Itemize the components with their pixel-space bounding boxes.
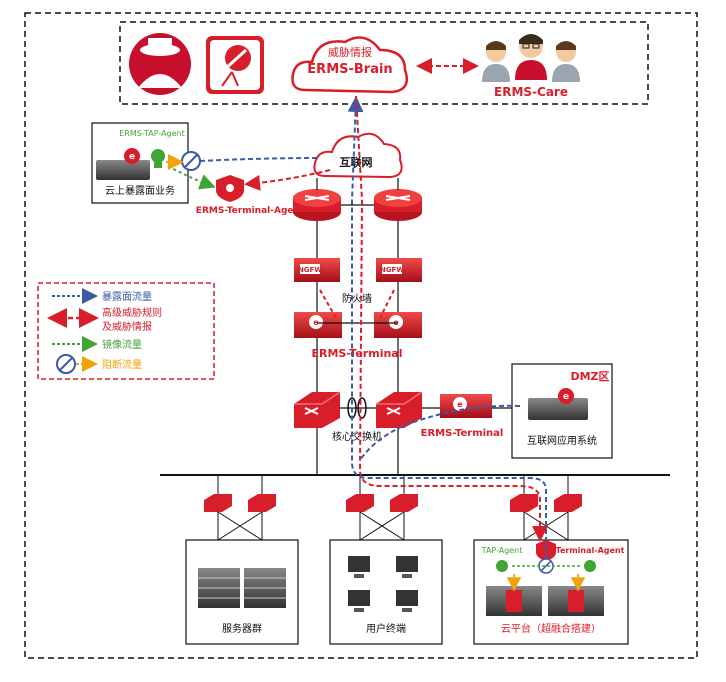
cloud-shield-icon bbox=[536, 540, 556, 561]
terminal-agent-top-label: ERMS-Terminal-Agent bbox=[196, 206, 305, 216]
svg-text:e: e bbox=[313, 318, 319, 327]
rule-flow-fw-right bbox=[379, 289, 395, 319]
threat-radar-icon bbox=[206, 36, 264, 94]
tap-agent-top-label: ERMS-TAP-Agent bbox=[119, 129, 185, 138]
firewall-right: NGFW bbox=[376, 258, 422, 282]
svg-text:NGFW: NGFW bbox=[380, 266, 404, 274]
core-switch-right bbox=[376, 391, 423, 428]
access-switches-servers bbox=[204, 475, 276, 541]
cloud-block-icon bbox=[538, 558, 554, 574]
svg-text:e: e bbox=[563, 392, 569, 402]
access-switches-users bbox=[346, 475, 418, 541]
cloud-server-icon: e bbox=[96, 148, 150, 180]
cloud-platform-label: 云平台（超融合搭建） bbox=[501, 622, 601, 635]
erms-care-label: ERMS-Care bbox=[494, 85, 568, 99]
rule-flow-fw-left bbox=[319, 289, 337, 319]
exposure-flow-top bbox=[199, 157, 319, 162]
cloud-tap-agents bbox=[496, 560, 596, 572]
block-icon bbox=[181, 151, 201, 171]
firewall-left: NGFW bbox=[294, 258, 340, 282]
svg-text:e: e bbox=[129, 152, 135, 162]
tap-agent-icon bbox=[151, 149, 165, 168]
erms-terminal-right: e bbox=[374, 312, 422, 338]
mirror-flow-top bbox=[167, 165, 216, 190]
svg-text:e: e bbox=[457, 400, 463, 409]
legend-block: 阻断流量 bbox=[102, 358, 142, 371]
rule-flow-main bbox=[355, 95, 548, 542]
exposure-flow-dmz bbox=[359, 404, 521, 461]
internet-cloud: 互联网 bbox=[313, 132, 403, 179]
dmz-server-icon: e bbox=[528, 388, 588, 420]
terminal-agent-shield-icon bbox=[216, 175, 244, 202]
legend-rules-1: 高级威胁规则 bbox=[102, 306, 162, 319]
tap-agent-cloud-label: TAP-Agent bbox=[481, 546, 523, 555]
erms-terminal-mid-label: ERMS-Terminal bbox=[312, 347, 403, 360]
erms-brain-label: ERMS-Brain bbox=[307, 62, 392, 77]
desktop-pc-icon bbox=[348, 556, 418, 612]
access-switches-cloud bbox=[510, 475, 582, 541]
legend-exposure: 暴露面流量 bbox=[102, 290, 152, 303]
internet-label: 互联网 bbox=[340, 155, 373, 169]
erms-terminal-dmz: e bbox=[440, 394, 492, 418]
exposure-flow-main bbox=[347, 96, 547, 558]
internet-app-label: 互联网应用系统 bbox=[527, 434, 597, 447]
server-rack-icon bbox=[198, 568, 286, 608]
svg-text:NGFW: NGFW bbox=[298, 266, 322, 274]
router-right bbox=[374, 189, 422, 221]
care-team-icon: ERMS-Care bbox=[482, 34, 580, 99]
user-terminal-label: 用户终端 bbox=[366, 622, 406, 635]
terminal-agent-cloud-label: Terminal-Agent bbox=[556, 546, 625, 555]
dmz-label: DMZ区 bbox=[570, 370, 609, 383]
router-left bbox=[293, 189, 341, 221]
rule-flow-top bbox=[244, 169, 331, 191]
hacker-icon bbox=[129, 33, 191, 95]
core-switch-label: 核心交换机 bbox=[332, 430, 382, 443]
erms-brain-cloud: 威胁情报 ERMS-Brain bbox=[291, 36, 409, 94]
threat-intel-label: 威胁情报 bbox=[328, 45, 372, 59]
cloud-business-label: 云上暴露面业务 bbox=[105, 184, 175, 197]
firewall-label: 防火墙 bbox=[342, 292, 372, 305]
core-switch-left bbox=[294, 391, 341, 428]
legend-block-icon bbox=[56, 354, 76, 374]
legend-rules-2: 及威胁情报 bbox=[102, 320, 152, 333]
erms-terminal-dmz-label: ERMS-Terminal bbox=[421, 428, 504, 439]
legend-mirror: 镜像流量 bbox=[102, 338, 142, 351]
server-cluster-label: 服务器群 bbox=[222, 622, 262, 635]
cloud-services-boundary bbox=[119, 21, 649, 105]
outer-boundary bbox=[24, 12, 698, 659]
